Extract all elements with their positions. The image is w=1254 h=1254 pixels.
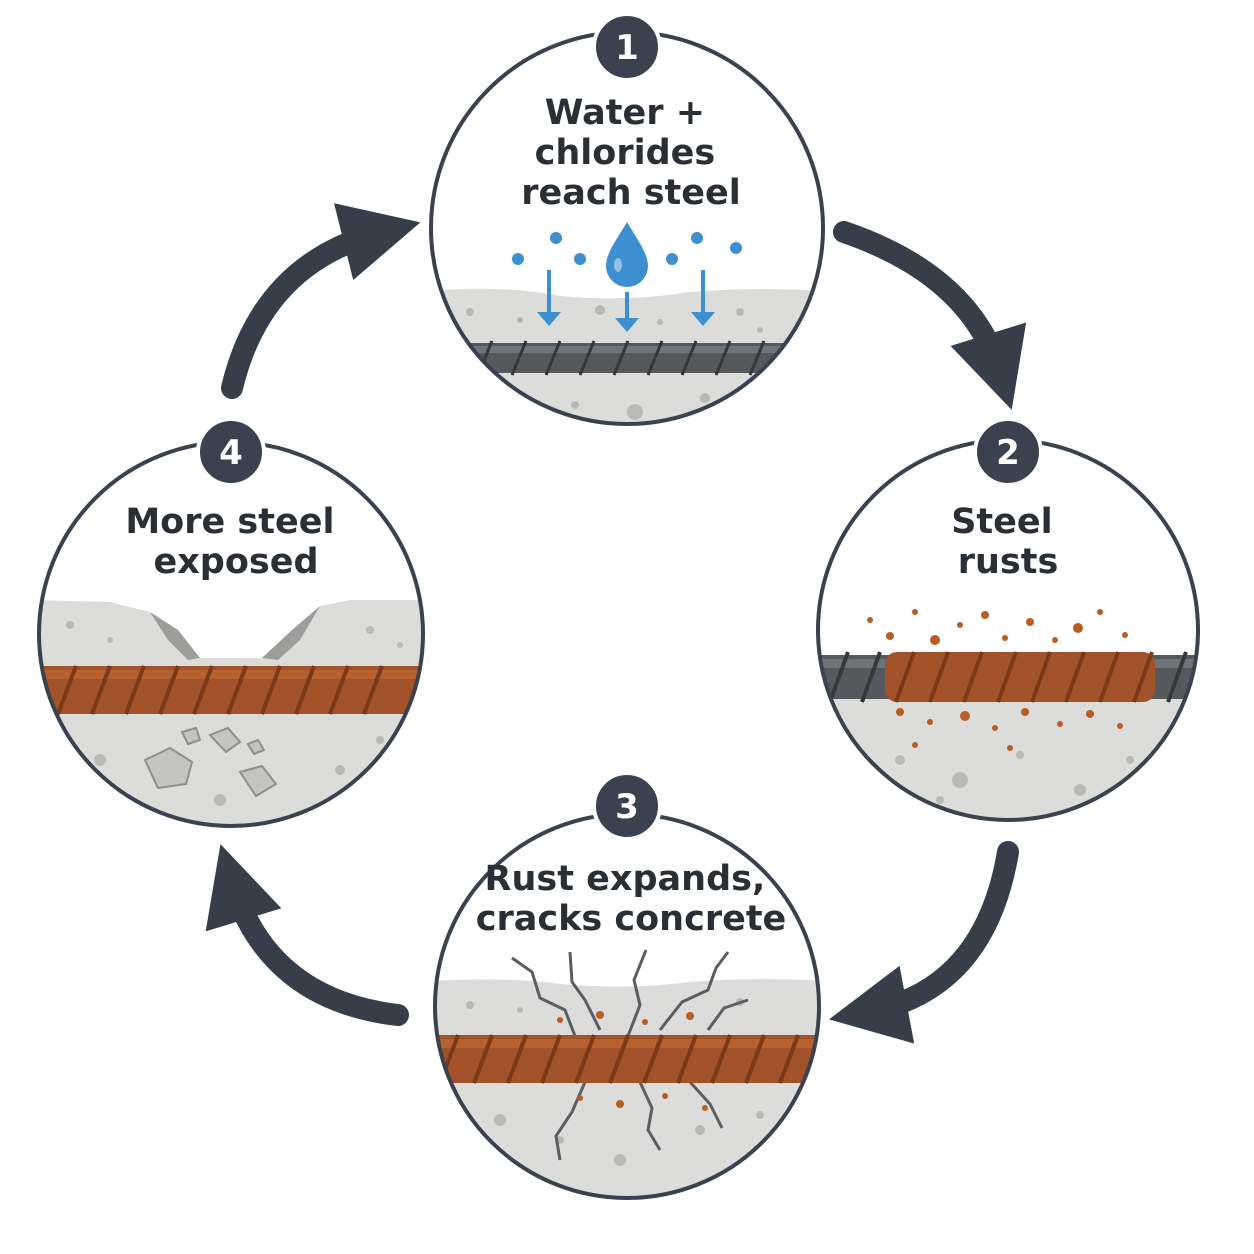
- arrow-1-to-2: [833, 221, 1027, 410]
- step-1-label: Water + chlorides reach steel: [521, 93, 741, 213]
- arrow-4-to-1: [221, 203, 421, 399]
- arrow-3-to-4: [205, 844, 409, 1026]
- step-4-line-2: exposed: [153, 542, 318, 582]
- water-drop-icon: [606, 222, 648, 287]
- cracked-concrete-illustration: [435, 949, 819, 1198]
- arrow-2-to-3: [829, 841, 1019, 1044]
- step-1-line-2: chlorides: [535, 133, 716, 173]
- step-1-number: 1: [615, 28, 639, 68]
- step-3-panel: Rust expands, cracks concrete 3: [433, 771, 821, 1200]
- step-2-panel: Steel rusts 2: [816, 417, 1200, 822]
- step-2-number: 2: [996, 433, 1020, 473]
- step-4-number: 4: [219, 433, 243, 473]
- step-3-line-2: cracks concrete: [476, 899, 787, 939]
- step-2-label: Steel rusts: [951, 502, 1065, 582]
- step-3-label: Rust expands, cracks concrete: [476, 859, 787, 939]
- step-1-line-3: reach steel: [521, 173, 741, 213]
- step-4-label: More steel exposed: [125, 502, 346, 582]
- step-2-line-2: rusts: [958, 542, 1059, 582]
- step-4-line-1: More steel: [125, 502, 334, 542]
- step-3-line-1: Rust expands,: [485, 859, 766, 899]
- cycle-arrows: [205, 203, 1027, 1044]
- step-1-line-1: Water +: [545, 93, 705, 133]
- concrete-debris: [143, 726, 278, 798]
- spalled-concrete-illustration: [39, 600, 423, 826]
- step-3-number: 3: [615, 787, 639, 827]
- step-2-line-1: Steel: [951, 502, 1052, 542]
- step-1-badge: [592, 12, 662, 82]
- step-4-badge: [196, 417, 266, 487]
- step-2-badge: [973, 417, 1043, 487]
- step-1-panel: Water + chlorides reach steel 1: [429, 12, 825, 426]
- step-4-panel: More steel exposed 4: [37, 417, 425, 828]
- step-3-badge: [592, 771, 662, 841]
